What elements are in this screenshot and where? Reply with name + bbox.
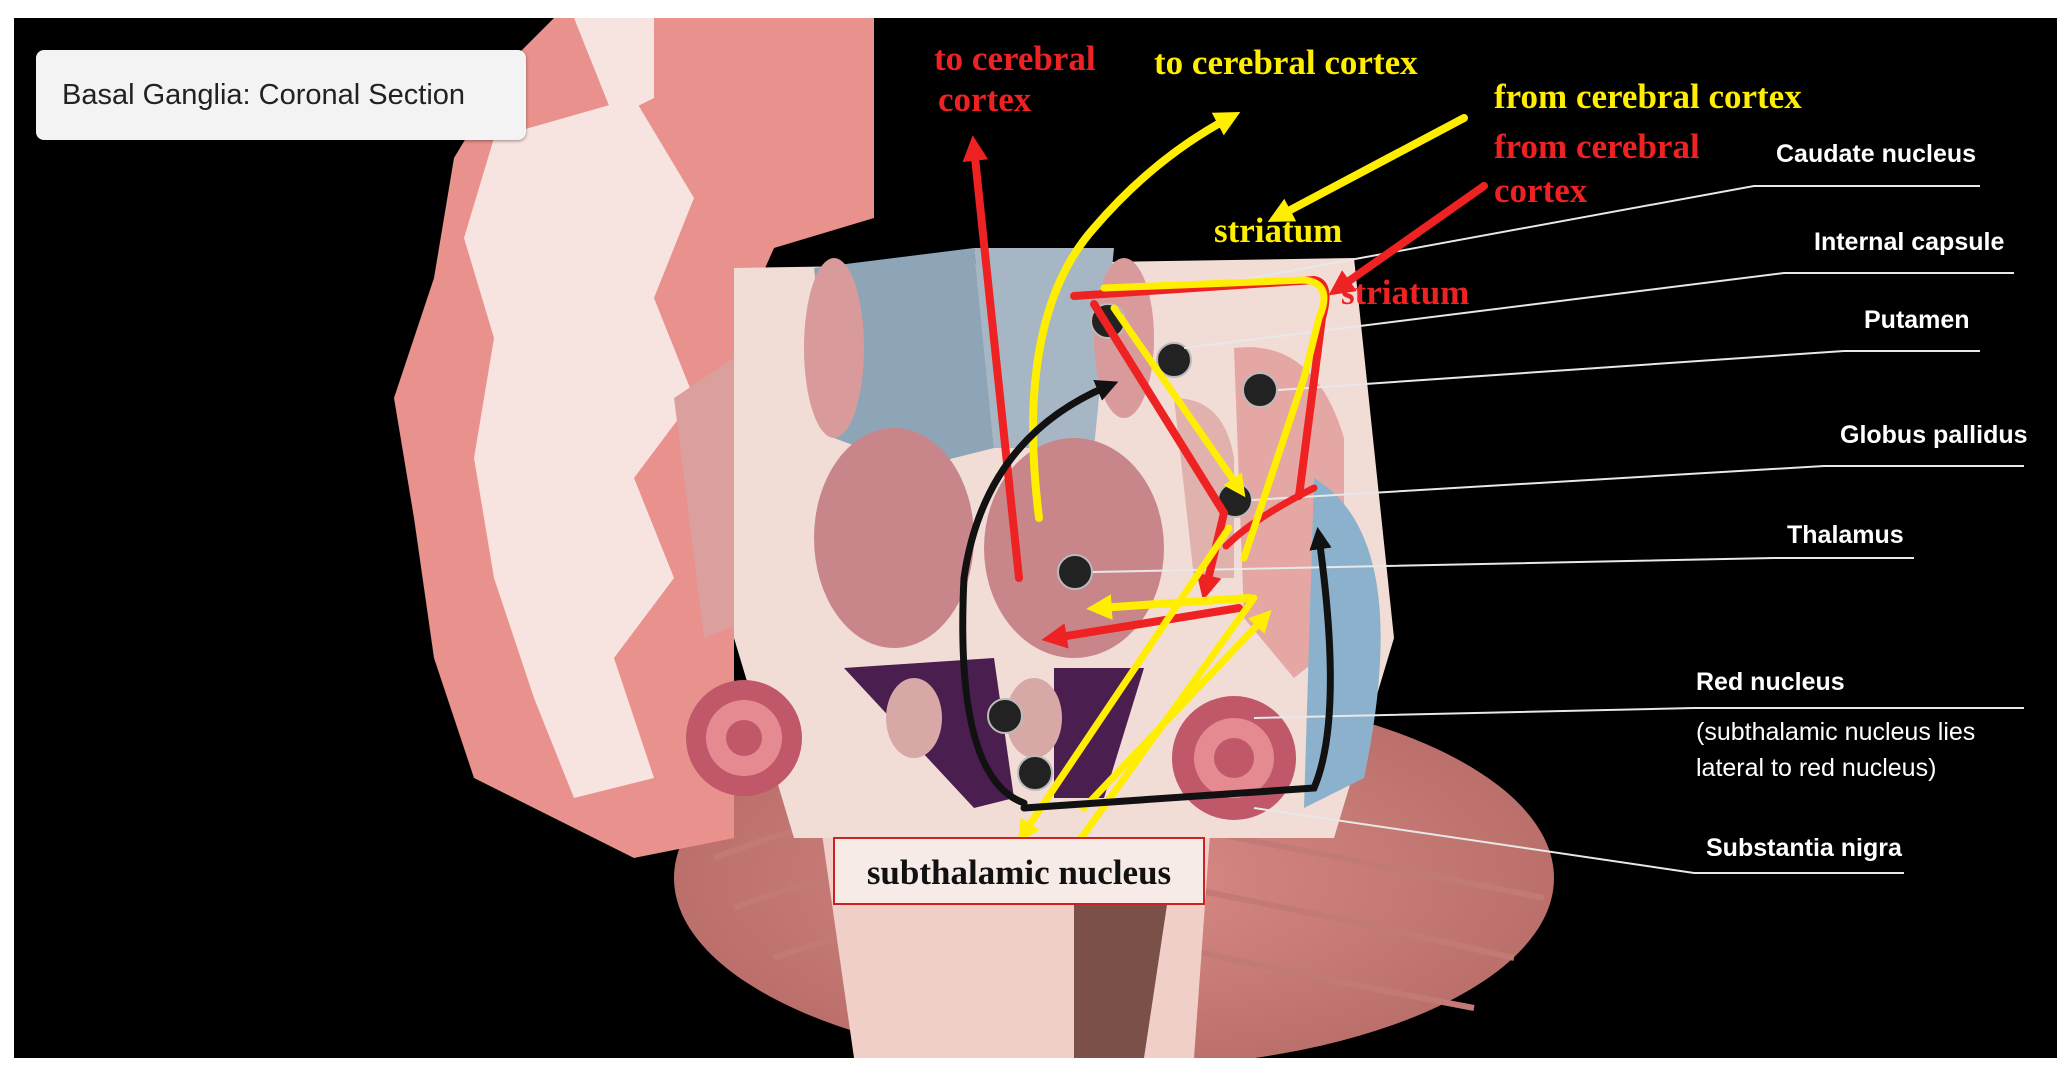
label-caudate-nucleus: Caudate nucleus bbox=[1776, 140, 1976, 168]
red-nucleus-right bbox=[1172, 696, 1296, 820]
label-red-nucleus-note-line1: (subthalamic nucleus lies bbox=[1696, 718, 1975, 746]
label-globus-pallidus: Globus pallidus bbox=[1840, 421, 2028, 449]
label-thalamus: Thalamus bbox=[1787, 521, 1904, 549]
red-arrow-from-cortex bbox=[1328, 182, 1488, 296]
label-substantia-nigra: Substantia nigra bbox=[1706, 834, 1903, 862]
label-red-nucleus: Red nucleus bbox=[1696, 668, 1845, 696]
yellow-arrow-from-cortex bbox=[1267, 114, 1468, 222]
annotation-striatum-yellow: striatum bbox=[1214, 211, 1342, 250]
yellow-to-thalamus bbox=[1086, 594, 1253, 620]
annotation-striatum-red: striatum bbox=[1341, 273, 1469, 312]
brainstem-shadow bbox=[1074, 858, 1174, 1058]
nucleus-markers bbox=[987, 303, 1278, 791]
black-arrow-right bbox=[1020, 526, 1334, 812]
yellow-to-gp bbox=[1110, 304, 1246, 498]
label-internal-capsule: Internal capsule bbox=[1814, 228, 2004, 256]
red-striatum-to-gp bbox=[1090, 300, 1229, 601]
coronal-section-diagram: to cerebral cortex to cerebral cortex fr… bbox=[394, 18, 2028, 1058]
yellow-arrow-to-cortex bbox=[1029, 111, 1241, 522]
section-title: Basal Ganglia: Coronal Section bbox=[62, 78, 466, 111]
annotation-subthalamic-nucleus: subthalamic nucleus bbox=[867, 853, 1171, 892]
red-arrow-to-cortex bbox=[962, 135, 1023, 582]
red-gp-to-thalamus bbox=[1041, 604, 1243, 649]
section-title-card[interactable]: Basal Ganglia: Coronal Section bbox=[36, 50, 526, 140]
annotation-to-cortex-red-line1: to cerebral bbox=[934, 39, 1096, 78]
brain-viewer[interactable]: to cerebral cortex to cerebral cortex fr… bbox=[14, 18, 2057, 1058]
yellow-to-subthalamic-1 bbox=[1017, 524, 1233, 843]
black-arrow-left bbox=[959, 380, 1119, 807]
annotation-to-cortex-red-line2: cortex bbox=[938, 80, 1032, 119]
annotation-from-cortex-yellow: from cerebral cortex bbox=[1494, 77, 1802, 116]
label-putamen: Putamen bbox=[1864, 306, 1970, 334]
yellow-subthalamic-up bbox=[1080, 609, 1272, 812]
yellow-striatum-loop bbox=[1100, 276, 1328, 562]
pathway-arrows bbox=[959, 111, 1488, 852]
red-gp-return bbox=[1222, 484, 1318, 550]
annotation-to-cortex-yellow: to cerebral cortex bbox=[1154, 43, 1418, 82]
red-nucleus-left bbox=[686, 680, 802, 796]
label-red-nucleus-note-line2: lateral to red nucleus) bbox=[1696, 754, 1936, 782]
annotation-from-cortex-red-line1: from cerebral bbox=[1494, 127, 1700, 166]
annotation-from-cortex-red-line2: cortex bbox=[1494, 171, 1588, 210]
subthalamic-label-box bbox=[833, 837, 1205, 905]
